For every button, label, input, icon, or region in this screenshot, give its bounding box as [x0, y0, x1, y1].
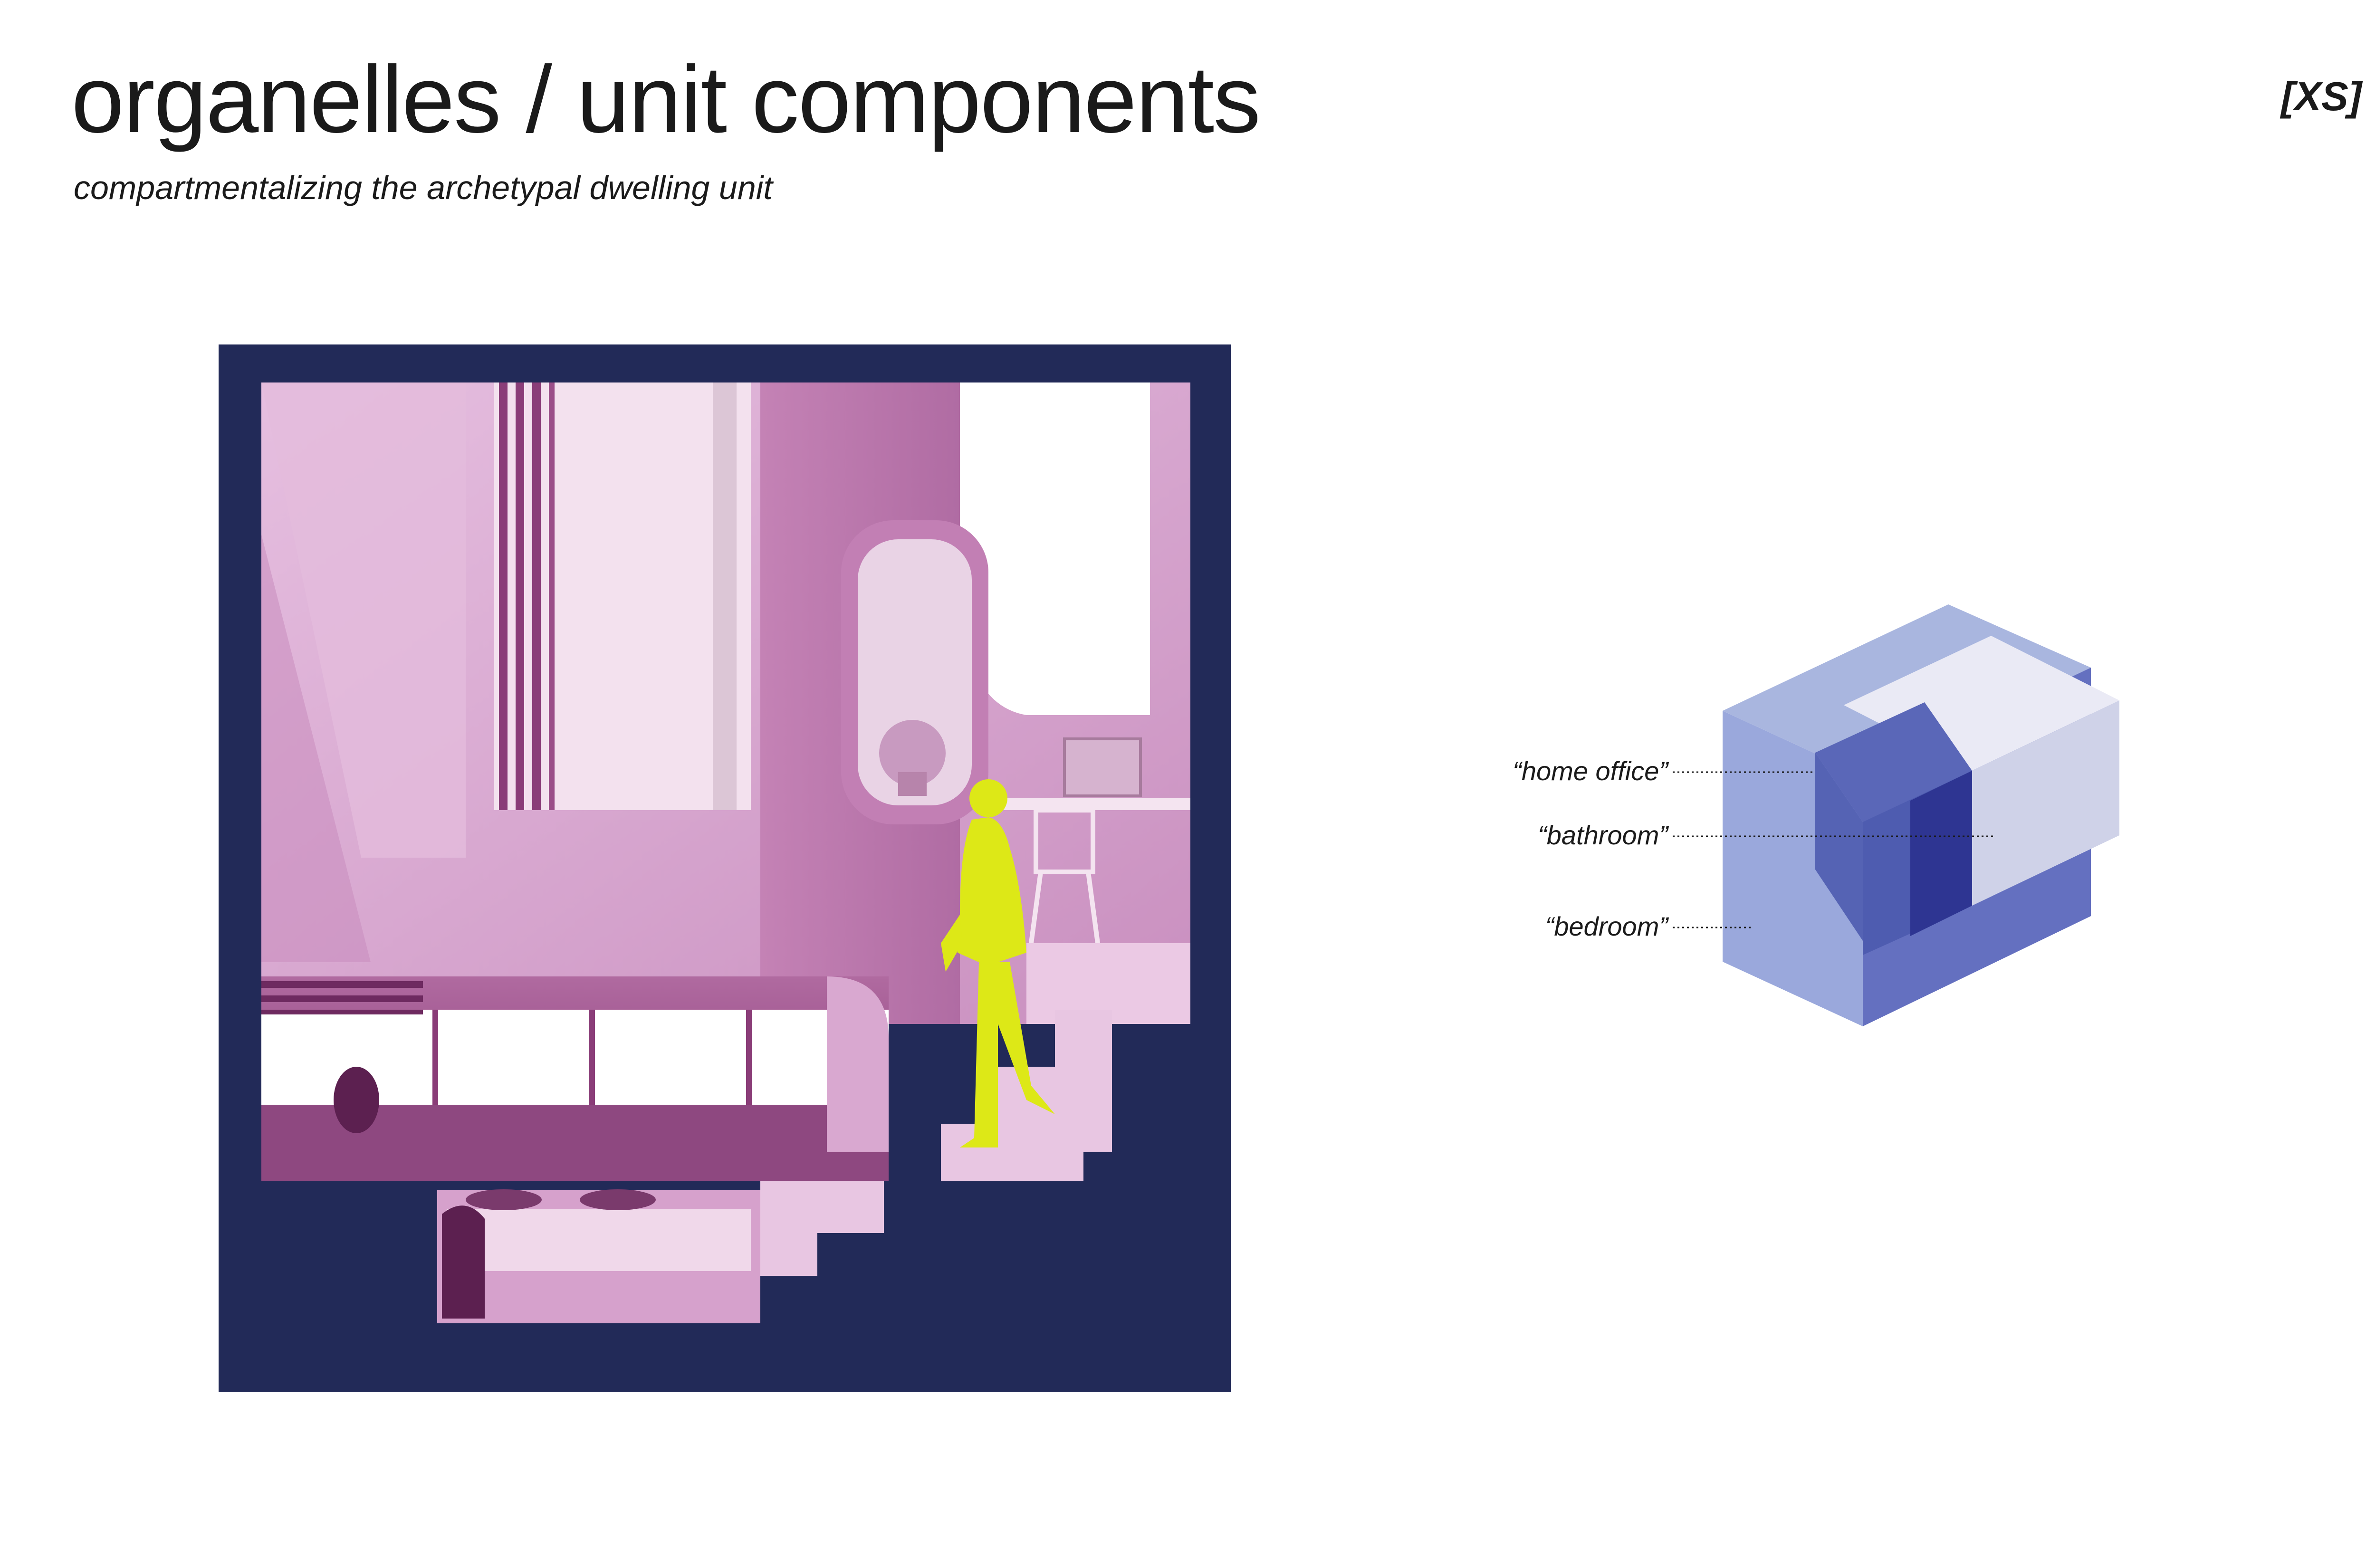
lower-navy-mass	[261, 1152, 1190, 1352]
slat-light	[713, 382, 737, 810]
office-top	[1815, 702, 1972, 822]
bathroom-column	[1910, 771, 1972, 936]
skylight-opening	[960, 382, 1150, 715]
bed-mattress	[447, 1209, 751, 1271]
office-front	[1815, 753, 1863, 941]
desk-chair	[334, 1067, 379, 1133]
bed-pillow-1	[466, 1189, 542, 1210]
mullion-1	[432, 1010, 438, 1105]
staircase	[760, 1010, 1159, 1276]
chair-leg-2	[1086, 871, 1100, 944]
slat-2	[516, 382, 524, 810]
blind-3	[261, 1010, 423, 1014]
slat-3	[532, 382, 541, 810]
slat-1	[499, 382, 508, 810]
wall-shadow	[261, 535, 371, 962]
plant-pot	[898, 772, 927, 796]
plant-foliage	[879, 720, 946, 786]
label-bathroom: “bathroom”	[1538, 820, 1668, 850]
human-figure	[941, 779, 1055, 1147]
blind-2	[261, 995, 423, 1002]
blind-1	[261, 981, 423, 988]
laptop-screen	[1063, 737, 1142, 797]
unit-section-render	[219, 344, 1231, 1392]
label-bedroom: “bedroom”	[1545, 911, 1668, 941]
label-home-office: “home office”	[1513, 756, 1668, 786]
page-subtitle: compartmentalizing the archetypal dwelli…	[74, 169, 773, 206]
left-wall-light	[261, 382, 466, 858]
chair-back	[1034, 808, 1095, 874]
slat-4	[549, 382, 555, 810]
axon-diagram	[1449, 584, 2119, 1060]
mullion-3	[746, 1010, 752, 1105]
light-block-right	[1972, 700, 2119, 906]
chair-leg-1	[1029, 871, 1043, 944]
size-tag: [XS]	[2281, 74, 2362, 119]
lower-room-curve	[827, 976, 889, 1152]
desk-top	[1003, 798, 1190, 810]
mullion-2	[589, 1010, 595, 1105]
page-title: organelles / unit components	[71, 47, 1261, 153]
bed-throw	[442, 1205, 485, 1319]
bed-pillow-2	[580, 1189, 656, 1210]
